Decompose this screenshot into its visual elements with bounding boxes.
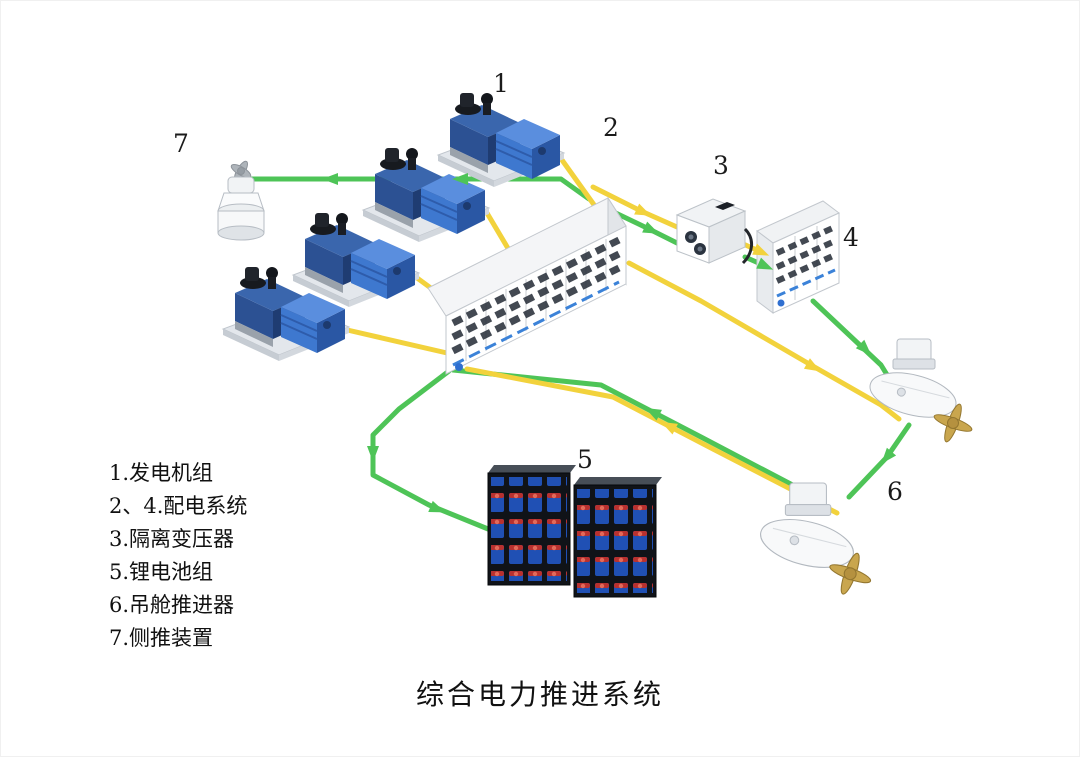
- legend-item-side-thruster: 7.侧推装置: [109, 626, 214, 650]
- flow-arrow: [756, 257, 774, 270]
- legend-item-pod-thruster: 6.吊舱推进器: [109, 593, 235, 617]
- flow-arrows: [322, 173, 897, 513]
- flow-arrow: [803, 358, 821, 372]
- bow-thruster: [217, 160, 265, 241]
- battery-pack-1: [487, 465, 576, 586]
- callout-4: 4: [843, 223, 859, 252]
- callout-6: 6: [887, 477, 903, 506]
- pod-thruster-upper: [864, 338, 975, 445]
- callout-3: 3: [713, 151, 729, 180]
- pod-thruster-lower: [755, 482, 873, 597]
- cable-yellow-genset1: [554, 150, 600, 212]
- cabinet4-logo: [777, 299, 785, 307]
- legend-item-distribution: 2、4.配电系统: [109, 494, 248, 518]
- flow-arrow: [642, 221, 660, 234]
- legend-item-battery: 5.锂电池组: [109, 560, 214, 584]
- legend: 1.发电机组 2、4.配电系统 3.隔离变压器 5.锂电池组 6.吊舱推进器 7…: [109, 457, 247, 655]
- distribution-cabinet: [756, 200, 840, 314]
- generator-set-1: [437, 92, 565, 188]
- callout-1: 1: [493, 69, 509, 98]
- cable-yellow-genset4: [340, 326, 450, 356]
- flow-arrow: [752, 243, 770, 256]
- callout-2: 2: [603, 113, 619, 142]
- legend-item-transformer: 3.隔离变压器: [109, 527, 235, 551]
- diagram-title: 综合电力推进系统: [415, 678, 664, 711]
- flow-arrow: [855, 339, 872, 356]
- main-switchboard: [427, 196, 627, 375]
- cabinet-logo: [455, 363, 463, 371]
- flow-arrow: [428, 500, 446, 513]
- legend-item-generators: 1.发电机组: [109, 461, 214, 485]
- flow-arrow: [660, 421, 678, 435]
- flow-arrow: [881, 447, 897, 464]
- callout-5: 5: [577, 445, 593, 474]
- flow-arrow: [367, 446, 379, 462]
- flow-arrow: [452, 173, 468, 185]
- flow-arrow: [634, 203, 652, 216]
- callout-7: 7: [173, 129, 189, 158]
- cabinet-blue-stripe: [452, 280, 620, 367]
- battery-pack-2: [573, 477, 662, 598]
- flow-arrow: [644, 407, 662, 421]
- flow-arrow: [322, 173, 338, 185]
- isolation-transformer: [675, 198, 753, 265]
